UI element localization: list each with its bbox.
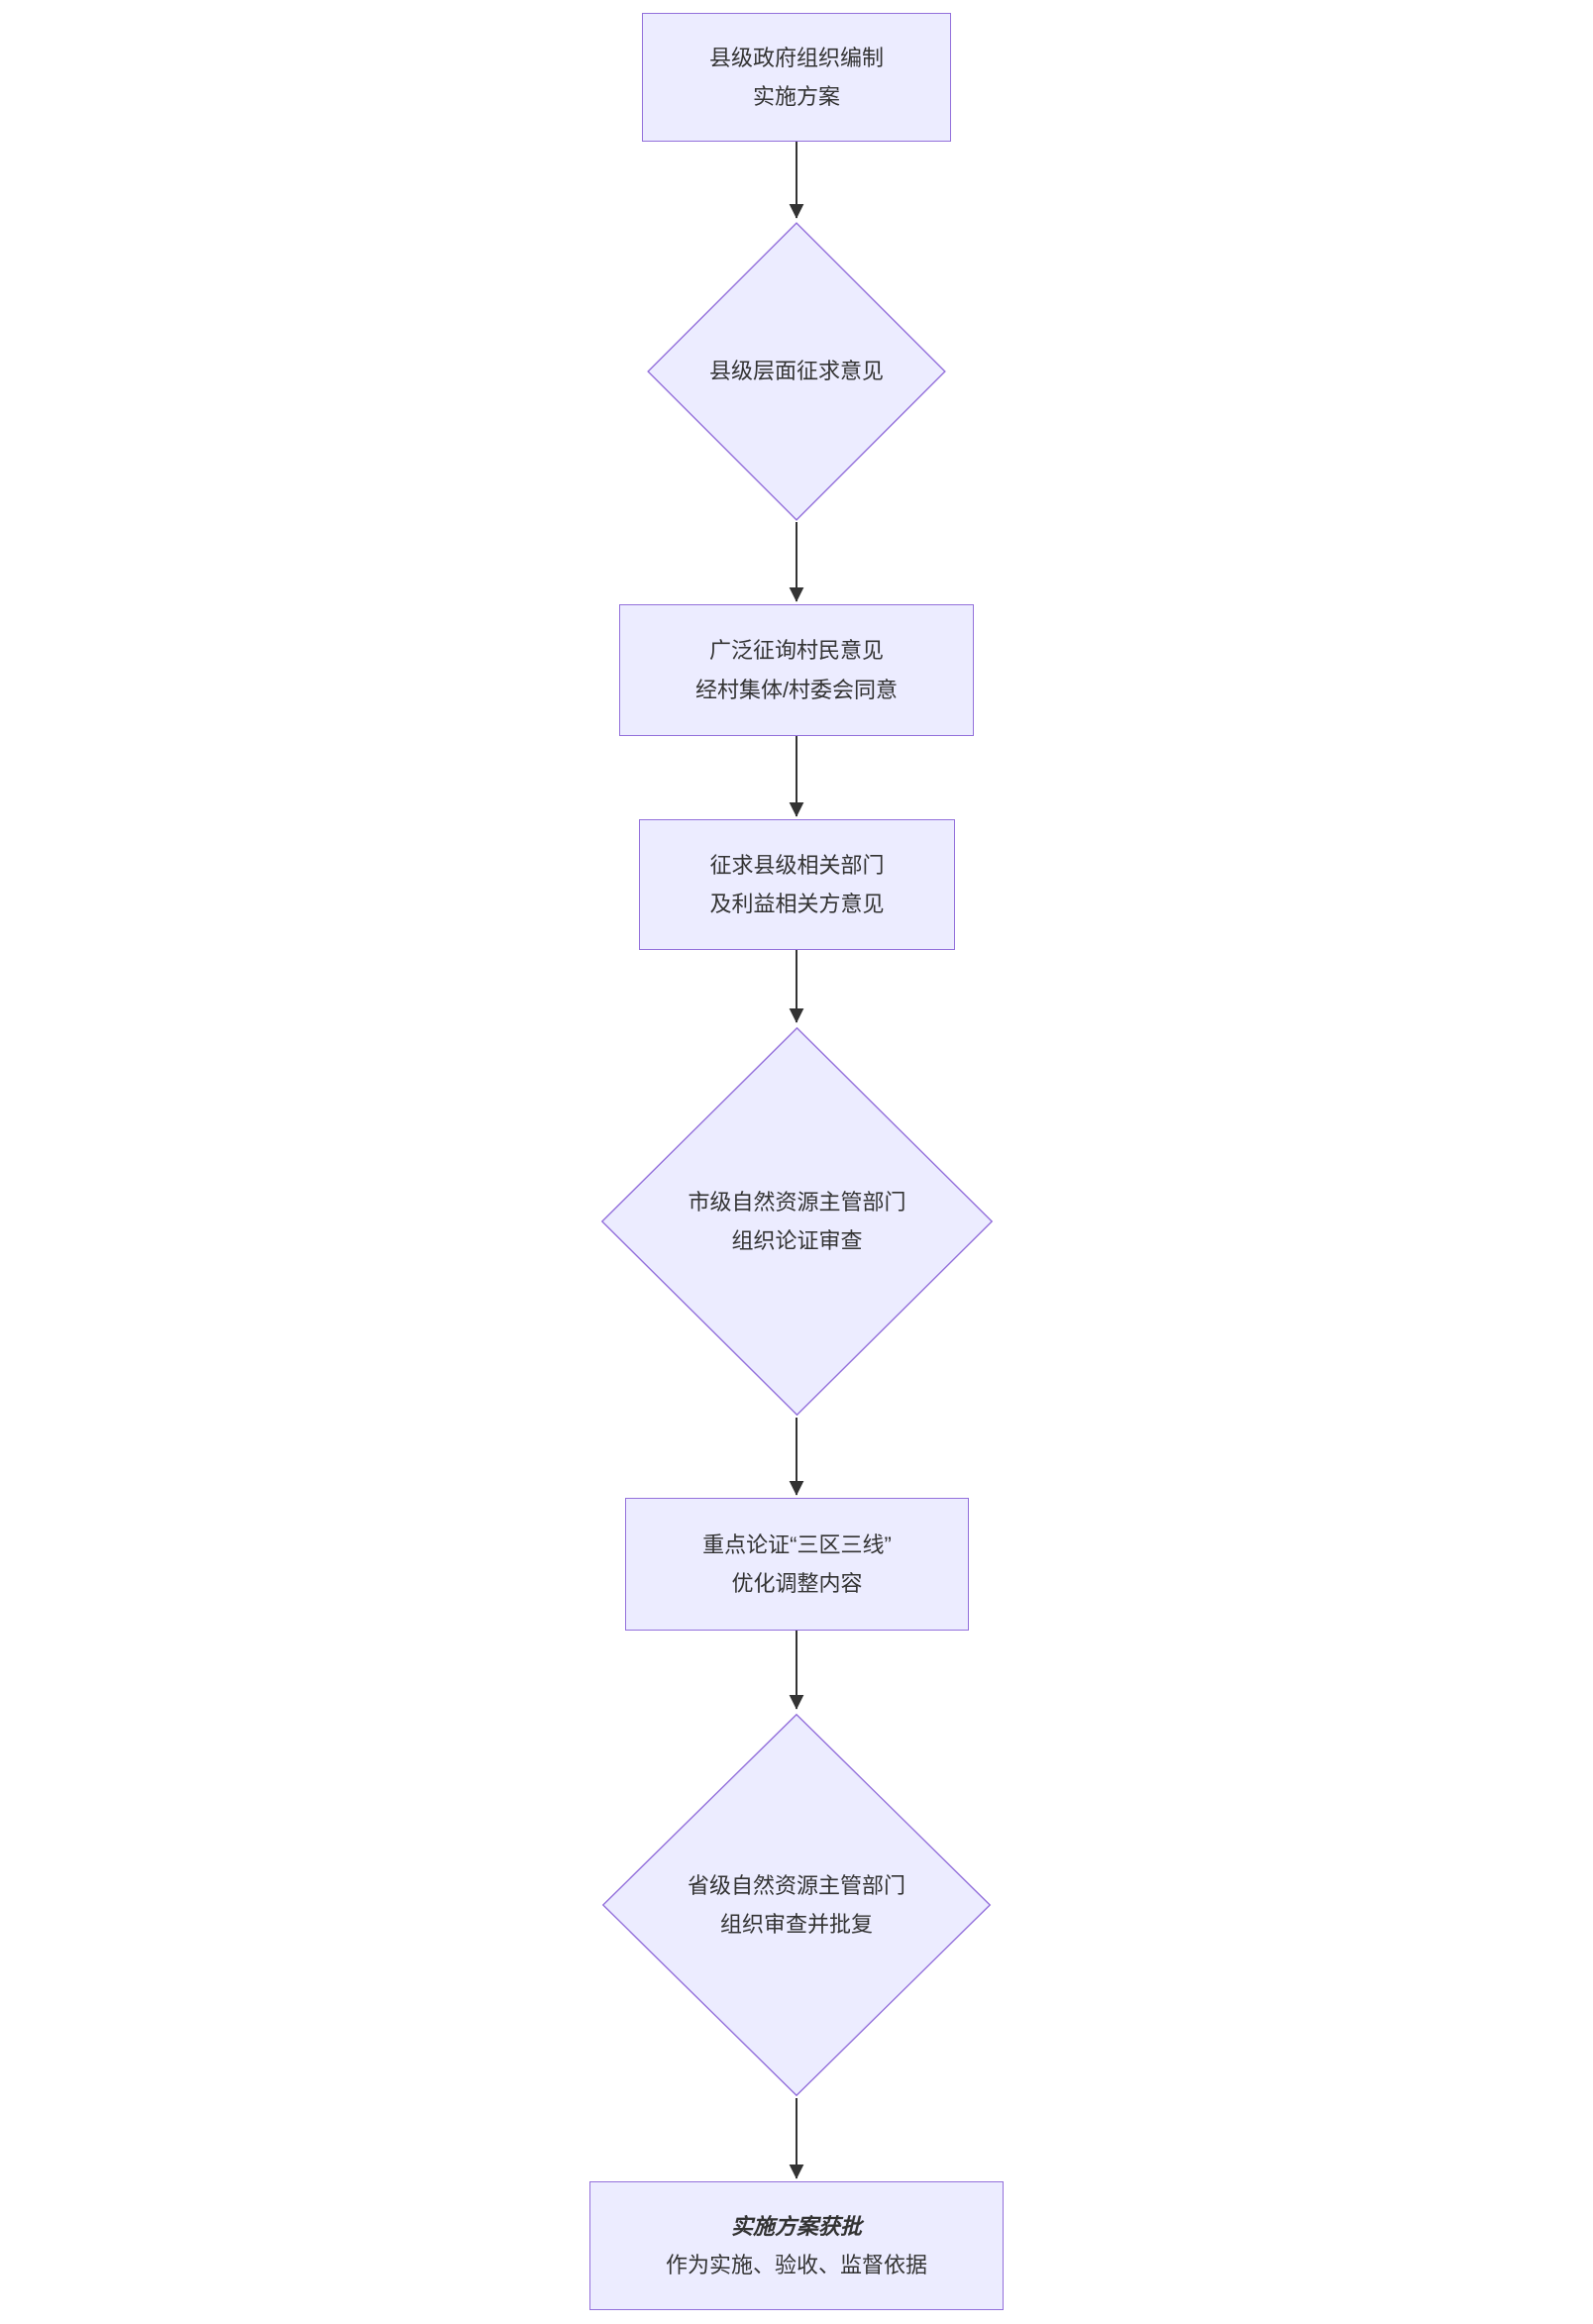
node-province-review: 省级自然资源主管部门 组织审查并批复 bbox=[600, 1712, 993, 2098]
diamond-shape-icon bbox=[599, 1025, 995, 1418]
node-approved: 实施方案获批 作为实施、验收、监督依据 bbox=[589, 2181, 1004, 2310]
node-county-consult-line1: 县级层面征求意见 bbox=[708, 359, 884, 384]
node-city-review-line1: 市级自然资源主管部门 bbox=[688, 1189, 906, 1215]
node-province-review-line1: 省级自然资源主管部门 bbox=[687, 1872, 905, 1898]
node-dept-opinion: 征求县级相关部门 及利益相关方意见 bbox=[639, 819, 955, 950]
node-dept-opinion-line2: 及利益相关方意见 bbox=[709, 892, 885, 916]
node-county-plan-line2: 实施方案 bbox=[752, 84, 840, 109]
diamond-shape-icon bbox=[646, 221, 947, 522]
node-province-review-line2: 组织审查并批复 bbox=[719, 1912, 873, 1937]
node-approved-line2: 作为实施、验收、监督依据 bbox=[665, 2253, 927, 2277]
node-county-plan: 县级政府组织编制 实施方案 bbox=[642, 13, 951, 142]
node-city-review-line2: 组织论证审查 bbox=[731, 1228, 863, 1253]
node-key-review: 重点论证“三区三线” 优化调整内容 bbox=[625, 1498, 969, 1631]
node-key-review-line2: 优化调整内容 bbox=[731, 1571, 863, 1596]
node-city-review: 市级自然资源主管部门 组织论证审查 bbox=[599, 1025, 995, 1418]
node-villager-opinion: 广泛征询村民意见 经村集体/村委会同意 bbox=[619, 604, 974, 736]
node-county-consult: 县级层面征求意见 bbox=[646, 221, 947, 522]
diamond-shape-icon bbox=[600, 1712, 993, 2098]
node-dept-opinion-line1: 征求县级相关部门 bbox=[709, 852, 885, 878]
node-approved-line1: 实施方案获批 bbox=[730, 2213, 862, 2239]
node-villager-opinion-line1: 广泛征询村民意见 bbox=[708, 638, 884, 664]
node-county-plan-line1: 县级政府组织编制 bbox=[708, 45, 884, 70]
node-villager-opinion-line2: 经村集体/村委会同意 bbox=[694, 677, 899, 702]
node-key-review-line1: 重点论证“三区三线” bbox=[702, 1532, 892, 1557]
